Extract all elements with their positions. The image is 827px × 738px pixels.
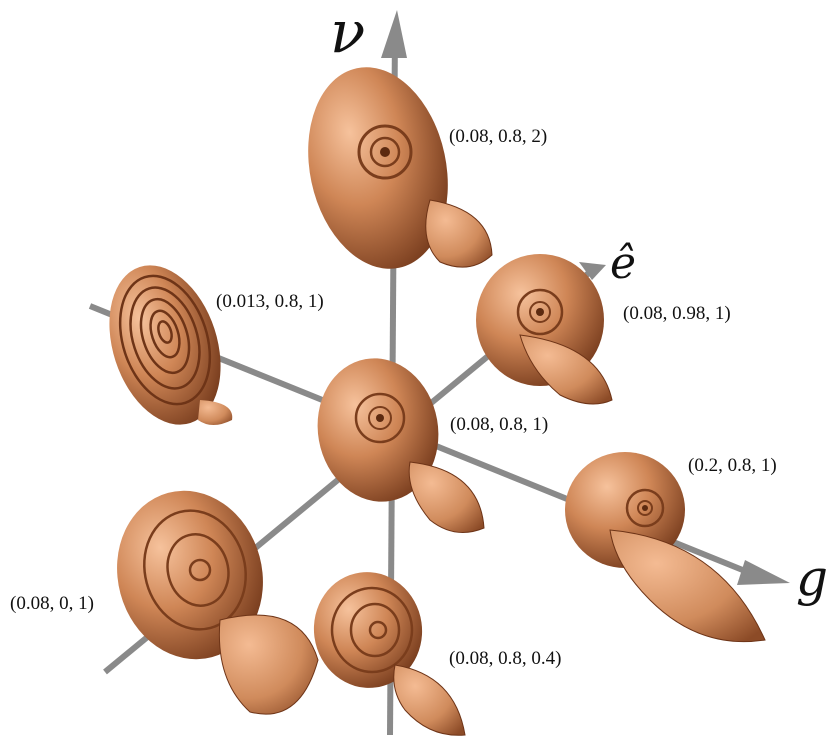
g-axis-label: g <box>796 549 827 607</box>
nu-axis-label: ν <box>330 0 365 66</box>
shell-g-high <box>565 452 766 643</box>
shell-e-low <box>117 490 319 715</box>
label-nu-low: (0.08, 0.8, 0.4) <box>449 648 561 669</box>
label-g-high: (0.2, 0.8, 1) <box>688 455 777 476</box>
e-axis-arrowhead <box>579 262 606 280</box>
shell-nu-high <box>308 67 493 269</box>
label-nu-high: (0.08, 0.8, 2) <box>449 126 547 147</box>
shell-center <box>317 358 485 533</box>
shell-e-high <box>476 254 613 405</box>
label-center: (0.08, 0.8, 1) <box>450 414 548 435</box>
g-axis-arrowhead <box>737 560 790 585</box>
label-g-low: (0.013, 0.8, 1) <box>216 291 324 312</box>
e-axis-label: ê <box>610 238 636 289</box>
shell-g-low <box>109 265 233 425</box>
shell-nu-low <box>313 572 466 736</box>
nu-axis-arrowhead <box>381 10 407 58</box>
label-e-high: (0.08, 0.98, 1) <box>623 303 731 324</box>
label-e-low: (0.08, 0, 1) <box>10 593 94 614</box>
